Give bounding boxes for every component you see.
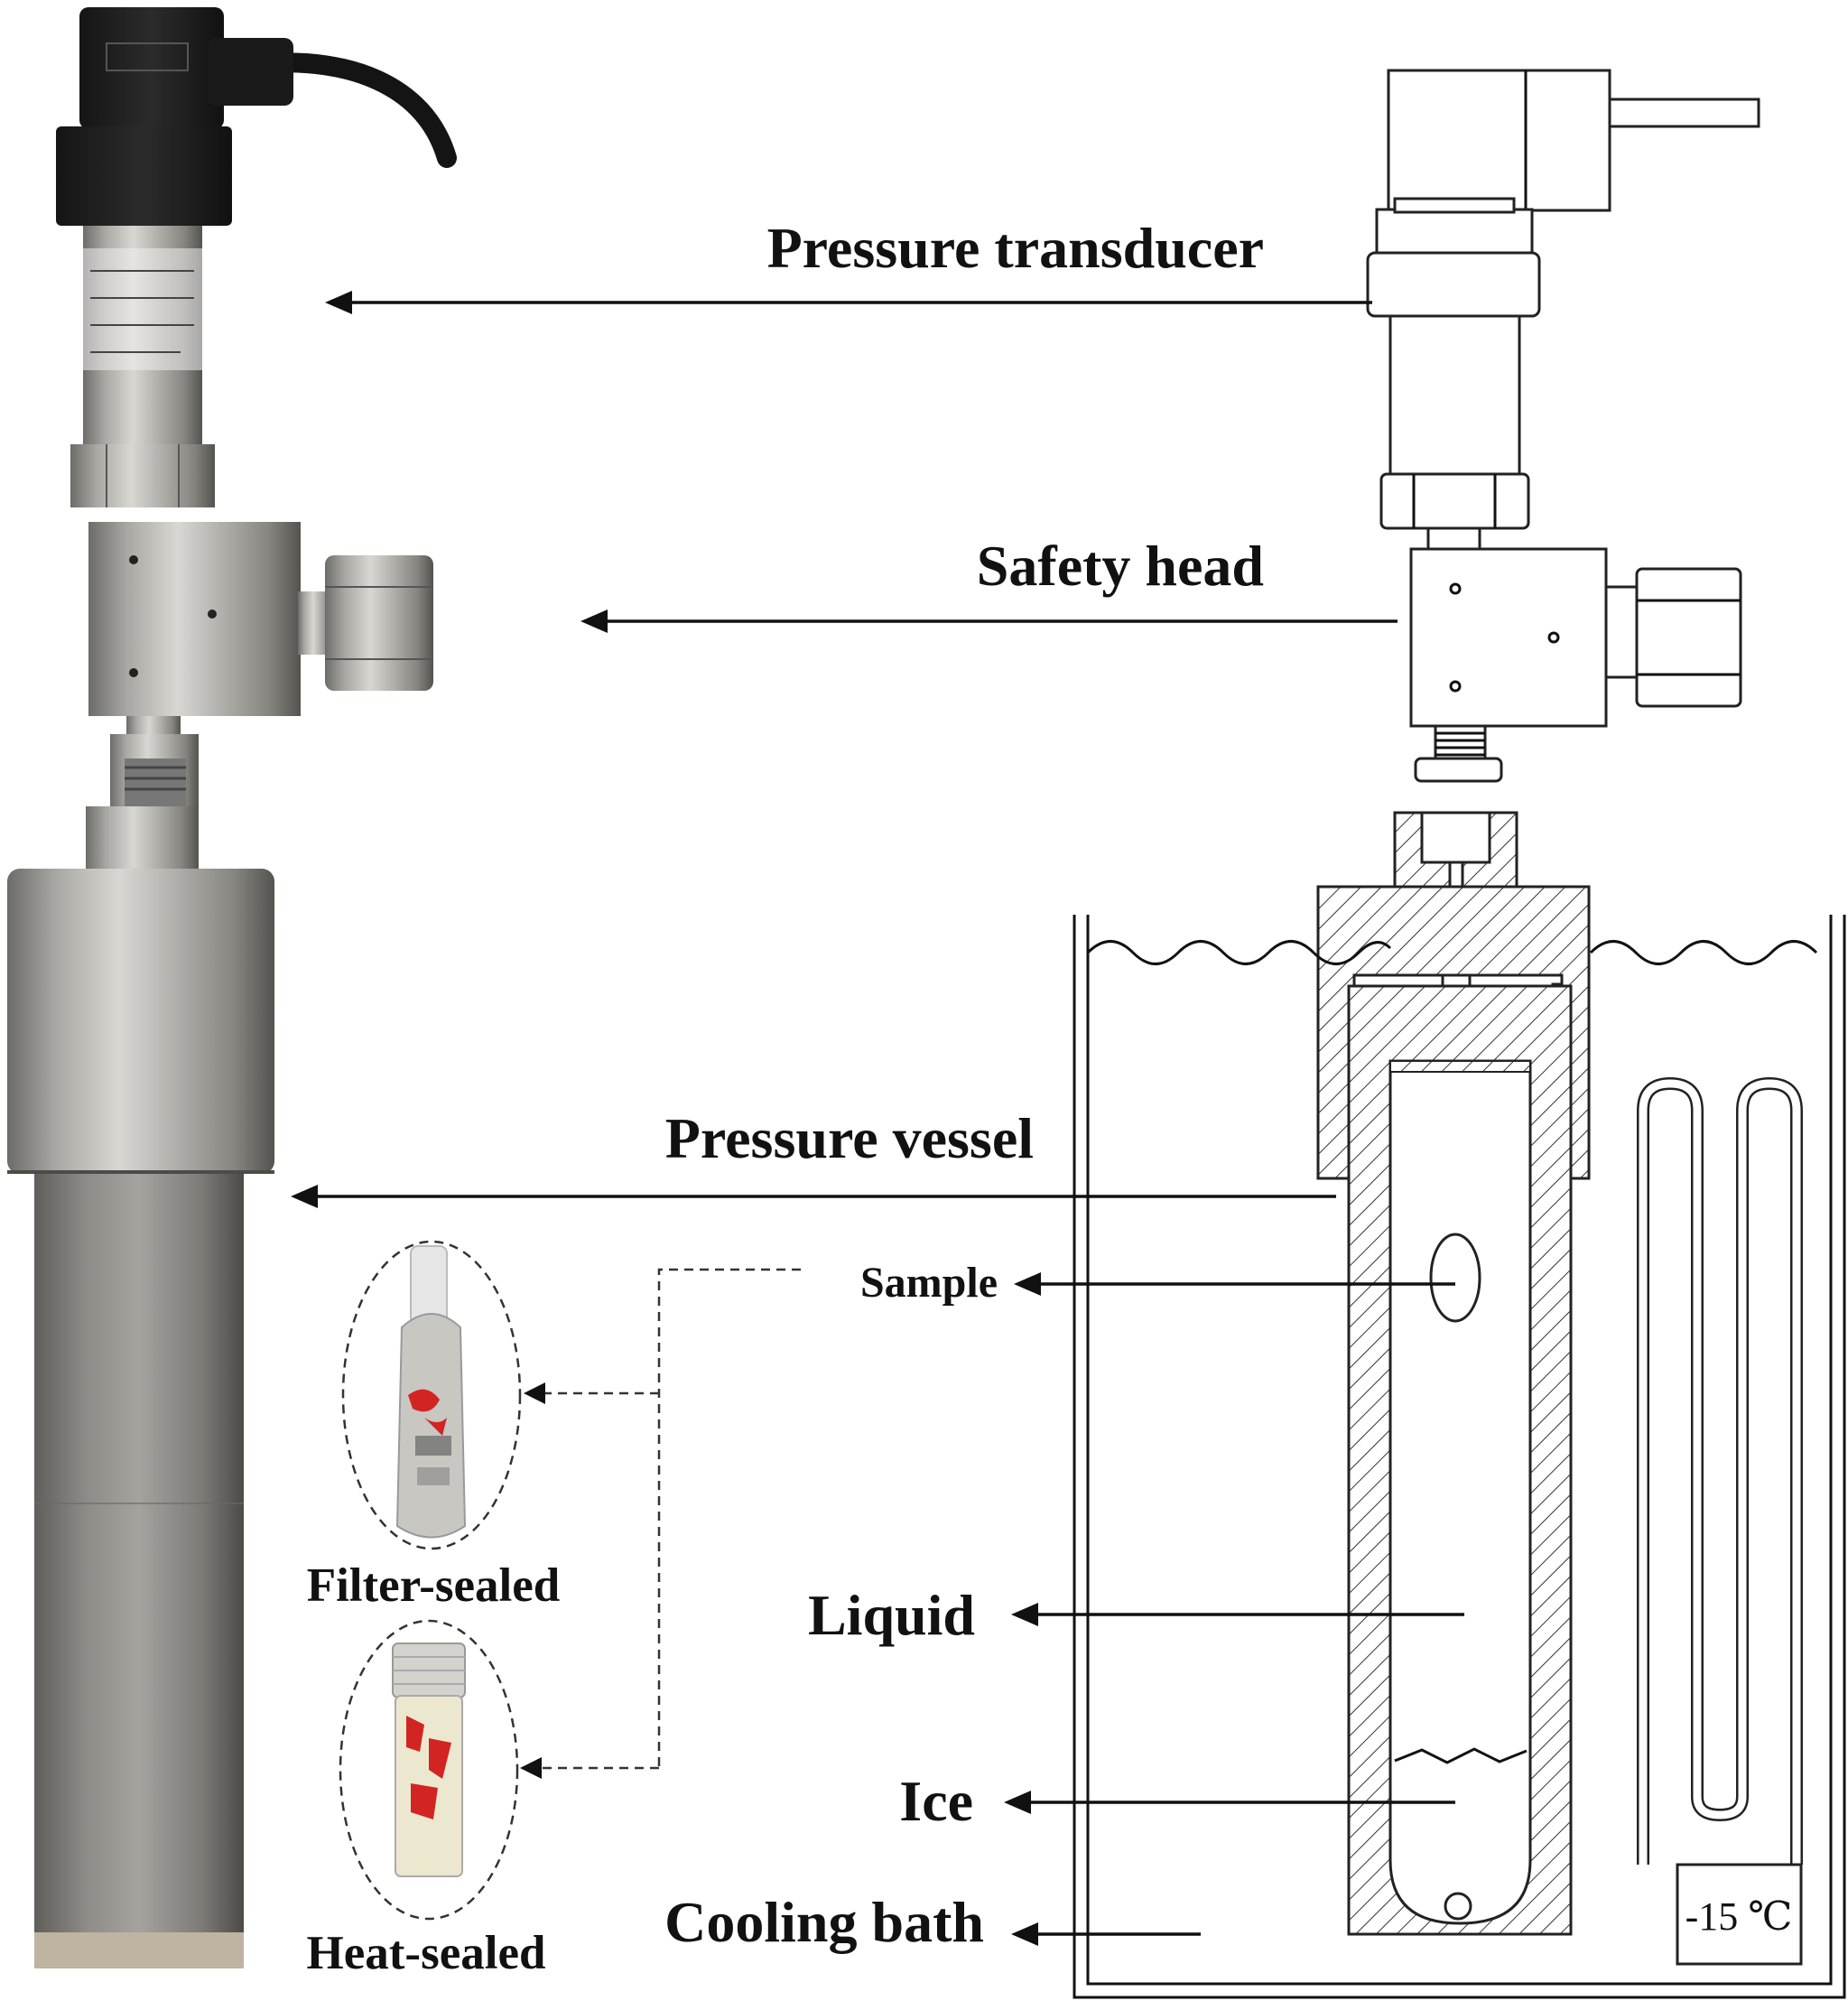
label-heat-sealed: Heat-sealed <box>307 1927 546 1979</box>
vessel-bore <box>1388 1059 1532 1925</box>
ice-surface <box>1394 1747 1528 1764</box>
label-liquid: Liquid <box>808 1583 975 1647</box>
temperature-readout: -15 ℃ <box>1685 1894 1793 1939</box>
safety-head-photo <box>88 522 301 716</box>
photo-apparatus <box>7 7 457 1968</box>
cooling-bath-container <box>1073 915 1846 1999</box>
label-sample: Sample <box>860 1259 998 1307</box>
sample-schematic <box>1429 1233 1481 1323</box>
vessel-cap-photo <box>7 869 274 1174</box>
vessel-cap-schematic <box>1316 885 1591 1180</box>
safety-head-schematic <box>1409 547 1608 728</box>
temperature-controller <box>1676 1863 1803 1966</box>
transducer-connector <box>79 7 224 129</box>
transducer-head-schematic <box>1387 69 1611 212</box>
label-ice: Ice <box>899 1769 973 1833</box>
label-filter-sealed: Filter-sealed <box>307 1559 561 1612</box>
vessel-body-photo <box>34 1174 244 1968</box>
label-arrows <box>291 291 1464 1946</box>
label-pressure-vessel: Pressure vessel <box>665 1106 1034 1170</box>
heat-sealed-tube-inset <box>339 1619 519 1921</box>
cooling-coil <box>1637 1076 1803 1865</box>
label-pressure-transducer: Pressure transducer <box>767 216 1264 280</box>
water-surface <box>1086 940 1392 965</box>
label-safety-head: Safety head <box>977 534 1264 598</box>
label-cooling-bath: Cooling bath <box>664 1890 984 1954</box>
sample-dashed-connectors <box>520 1268 801 1779</box>
transducer-cable <box>261 52 457 168</box>
filter-sealed-tube-inset <box>341 1240 522 1550</box>
schematic-apparatus: -15 ℃ <box>1073 69 1846 1999</box>
